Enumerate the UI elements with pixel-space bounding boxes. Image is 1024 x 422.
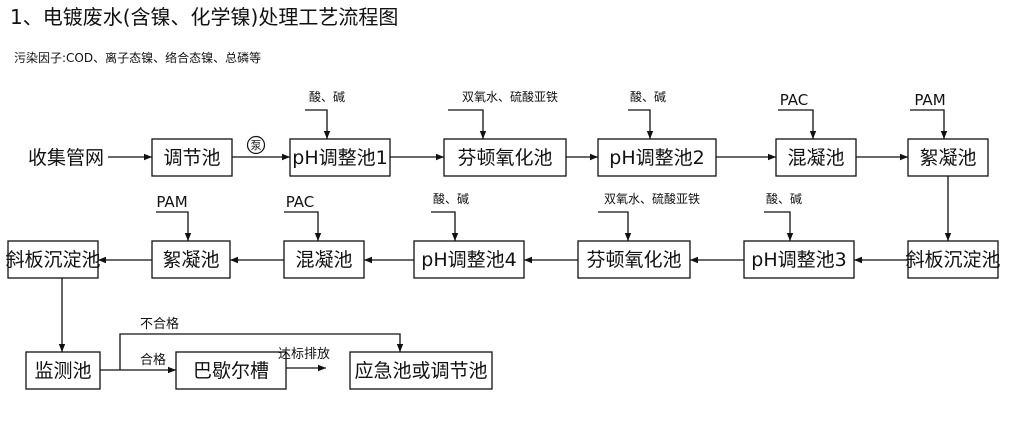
node-inclined-plate-settler-2: 斜板沉淀池 xyxy=(5,240,101,279)
node-fenton-tank-1: 芬顿氧化池 xyxy=(443,138,567,177)
additive-acid-base-1: 酸、碱 xyxy=(309,89,345,104)
additive-pam-2: PAM xyxy=(156,193,187,211)
node-label: 斜板沉淀池 xyxy=(5,249,100,271)
pump-symbol: 泵 xyxy=(246,135,266,155)
node-label: 监测池 xyxy=(34,360,91,382)
node-ph-tank-2: pH调整池2 xyxy=(597,138,717,177)
node-ph-tank-4: pH调整池4 xyxy=(413,240,525,279)
node-collection-network: 收集管网 xyxy=(28,147,104,169)
additive-acid-base-3: 酸、碱 xyxy=(766,191,802,206)
node-ph-tank-3: pH调整池3 xyxy=(743,240,855,279)
node-monitoring-tank: 监测池 xyxy=(25,351,101,390)
dosing-arrow-ph1 xyxy=(305,109,331,139)
label-pass: 合格 xyxy=(140,352,166,368)
node-flocculation-tank-2: 絮凝池 xyxy=(151,240,231,279)
additive-acid-base-2: 酸、碱 xyxy=(630,89,666,104)
additive-pac-2: PAC xyxy=(286,193,315,211)
node-label: pH调整池2 xyxy=(609,147,704,169)
node-label: 调节池 xyxy=(163,147,220,169)
dosing-arrow-ph2 xyxy=(628,109,654,139)
additive-fenton-reagents-1: 双氧水、硫酸亚铁 xyxy=(462,89,558,104)
node-ph-tank-1: pH调整池1 xyxy=(289,138,391,177)
dosing-arrow-coagulation1 xyxy=(778,109,817,139)
additive-acid-base-4: 酸、碱 xyxy=(433,191,469,206)
node-label: 斜板沉淀池 xyxy=(905,249,1000,271)
arrow-fail-to-emergency xyxy=(119,333,404,370)
node-fenton-tank-2: 芬顿氧化池 xyxy=(577,240,691,279)
dosing-arrow-coagulation2 xyxy=(284,211,322,241)
diagram-title: 1、电镀废水(含镍、化学镍)处理工艺流程图 xyxy=(10,5,398,29)
additive-pam-1: PAM xyxy=(914,91,945,109)
node-label: 巴歇尔槽 xyxy=(193,360,269,382)
node-label: 混凝池 xyxy=(787,147,844,169)
node-label: 应急池或调节池 xyxy=(354,360,487,382)
node-label: 混凝池 xyxy=(295,249,352,271)
pump-label: 泵 xyxy=(251,139,262,152)
node-coagulation-tank-1: 混凝池 xyxy=(775,138,857,177)
label-fail: 不合格 xyxy=(140,316,179,332)
node-label: pH调整池3 xyxy=(751,249,846,271)
node-label: pH调整池4 xyxy=(421,249,516,271)
label-discharge: 达标排放 xyxy=(278,347,330,362)
node-label: 絮凝池 xyxy=(162,249,219,271)
node-parshall-flume: 巴歇尔槽 xyxy=(175,351,287,390)
node-label: 芬顿氧化池 xyxy=(586,249,681,271)
dosing-arrow-ph3 xyxy=(764,211,794,241)
pollutant-factors: 污染因子:COD、离子态镍、络合态镍、总磷等 xyxy=(14,50,261,65)
node-coagulation-tank-2: 混凝池 xyxy=(283,240,365,279)
additive-pac-1: PAC xyxy=(780,91,809,109)
node-label: 芬顿氧化池 xyxy=(457,147,552,169)
node-emergency-tank: 应急池或调节池 xyxy=(349,351,493,390)
dosing-arrow-ph4 xyxy=(431,211,459,241)
node-label: 絮凝池 xyxy=(919,147,976,169)
node-inclined-plate-settler-1: 斜板沉淀池 xyxy=(905,240,1001,279)
additive-fenton-reagents-2: 双氧水、硫酸亚铁 xyxy=(604,191,700,206)
node-equalization-tank: 调节池 xyxy=(151,138,233,177)
dosing-arrow-fenton2 xyxy=(598,211,632,241)
dosing-arrow-flocculation1 xyxy=(910,109,948,139)
node-label: pH调整池1 xyxy=(292,147,387,169)
node-flocculation-tank-1: 絮凝池 xyxy=(907,138,989,177)
dosing-arrow-fenton1 xyxy=(448,109,487,139)
dosing-arrow-flocculation2 xyxy=(156,211,192,241)
